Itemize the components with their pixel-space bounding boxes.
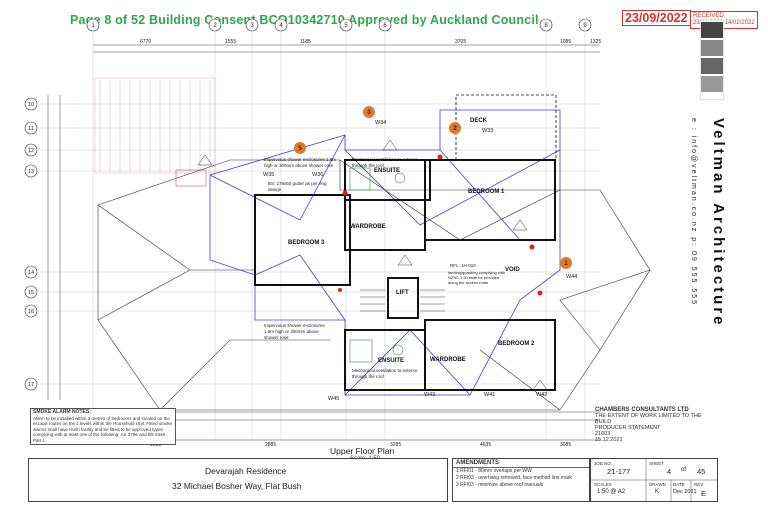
svg-text:2: 2 (453, 126, 457, 132)
room-void: VOID (505, 267, 520, 273)
engineer-stamp: CHAMBERS CONSULTANTS LTD THE EXTENT OF W… (595, 407, 702, 443)
svg-text:17: 17 (28, 382, 34, 388)
dim-label: 1185 (300, 39, 311, 45)
svg-text:3: 3 (250, 23, 254, 29)
svg-text:10: 10 (28, 102, 34, 108)
dim-label: 6770 (140, 39, 152, 45)
svg-text:9: 9 (583, 23, 587, 29)
room-lift: LIFT (396, 290, 409, 296)
svg-text:5: 5 (298, 146, 302, 152)
dim-label: 4635 (480, 442, 492, 448)
amendments-table: AMENDMENTS 1 RFI01 - 80mm overlaps per W… (452, 458, 590, 502)
project-address: 32 Michael Bosher Way, Flat Bush (172, 481, 302, 491)
window-tag: W44 (566, 274, 578, 280)
svg-text:3: 3 (367, 110, 371, 116)
bathroom-fixtures (349, 167, 406, 363)
dim-label: 1085 (560, 39, 572, 45)
dim-label: 3085 (560, 442, 572, 448)
walls (254, 159, 556, 391)
company-brand: Veltman Architecture e : info@veltman.co… (690, 118, 727, 328)
svg-text:16: 16 (28, 309, 34, 315)
consent-stamp: Page 8 of 52 Building Consent BCO1034271… (70, 13, 539, 27)
deck-area-left (94, 77, 216, 174)
grid-bubbles-top: 1 2 3 4 5 6 8 9 (86, 18, 592, 32)
callout-markers: 3 2 5 1 (294, 106, 572, 269)
svg-text:4: 4 (279, 23, 283, 29)
window-tag: W34 (375, 120, 387, 126)
revision: E (701, 489, 707, 498)
ventilation-note-top: Mechanical ventilation to exterior throu… (352, 157, 418, 168)
project-name: Devarajah Residence (205, 466, 287, 476)
svg-text:15: 15 (28, 290, 34, 296)
grid-bubbles-side: 10 11 12 13 14 15 16 17 (24, 97, 38, 391)
svg-text:12: 12 (28, 148, 34, 154)
svg-text:2: 2 (213, 23, 217, 29)
window-tag: W42 (536, 392, 548, 398)
svg-text:11: 11 (28, 126, 34, 132)
dim-label: 2885 (265, 442, 277, 448)
sheet-number: 4 (667, 467, 672, 476)
room-bedroom-2: BEDROOM 2 (498, 341, 535, 347)
title-block (28, 458, 448, 502)
svg-text:1: 1 (564, 261, 568, 267)
smoke-alarm-notes: SMOKE ALARM NOTES: Alarm to be installed… (30, 408, 176, 445)
ventilation-note-bottom: Mechanical ventilation to exterior throu… (352, 368, 418, 379)
dim-label: 3285 (390, 442, 402, 448)
sheet-total: 45 (697, 467, 706, 476)
job-number: 21-177 (607, 467, 631, 476)
company-logo (700, 20, 724, 100)
shower-note-top: Impervious shower enclosures 1.8m high o… (264, 157, 337, 168)
room-wardrobe-bottom: WARDROBE (430, 357, 466, 363)
approval-date: 23/09/2022 (622, 10, 691, 26)
window-tag: W35 (263, 172, 275, 178)
svg-text:5: 5 (344, 23, 348, 29)
room-ensuite-top: ENSUITE (374, 168, 401, 174)
dim-label: 3705 (455, 39, 467, 45)
room-deck: DECK (470, 118, 488, 124)
structural-points (338, 154, 543, 296)
stairs (360, 289, 445, 312)
window-tag: W36 (312, 172, 324, 178)
amendment-row: 2 RFI03 - overhang removed, face method … (456, 475, 572, 481)
window-tag: W43 (424, 392, 436, 398)
plan-title: Upper Floor Plan (330, 446, 395, 456)
drawn-by: K (655, 489, 660, 495)
drawing-date: Dec 2021 (673, 489, 697, 495)
room-wardrobe-top: WARDROBE (350, 224, 386, 230)
deck-area-top (455, 94, 557, 161)
room-ensuite-bottom: ENSUITE (378, 358, 405, 364)
window-tag: W41 (484, 392, 496, 398)
scales-value: 1:50 @ A2 (597, 489, 626, 495)
window-tag: W33 (482, 128, 494, 134)
window-tag: W45 (328, 396, 340, 402)
amendment-row: 3 RFI03 - minimize above roof manuals (456, 482, 544, 488)
svg-text:14: 14 (28, 270, 34, 276)
svg-text:13: 13 (28, 169, 34, 175)
dim-label: 1555 (225, 39, 237, 45)
job-info-grid: JOB NO. 21-177 SHEET 4 of 45 SCALES 1:50… (590, 458, 718, 502)
gutter-note: BS: 275x50 gutter as per eng design (268, 181, 327, 192)
svg-text:8: 8 (544, 23, 548, 29)
svg-text:1: 1 (91, 23, 95, 29)
room-bedroom-3: BEDROOM 3 (288, 240, 325, 246)
dim-label: 1325 (590, 39, 602, 45)
amendment-row: 1 RFI01 - 80mm overlaps per WW (456, 468, 532, 474)
room-bedroom-1: BEDROOM 1 (468, 189, 505, 195)
dim-label: 3685 (150, 442, 162, 448)
sub-plan-ref: RFL: 1H-010 (450, 263, 476, 268)
balustrade-note: landing/guarding complying with NZBC 1.2… (448, 270, 505, 285)
shower-note-bottom: Impervious shower enclosures 1.8m high o… (264, 323, 325, 340)
svg-text:6: 6 (383, 23, 387, 29)
